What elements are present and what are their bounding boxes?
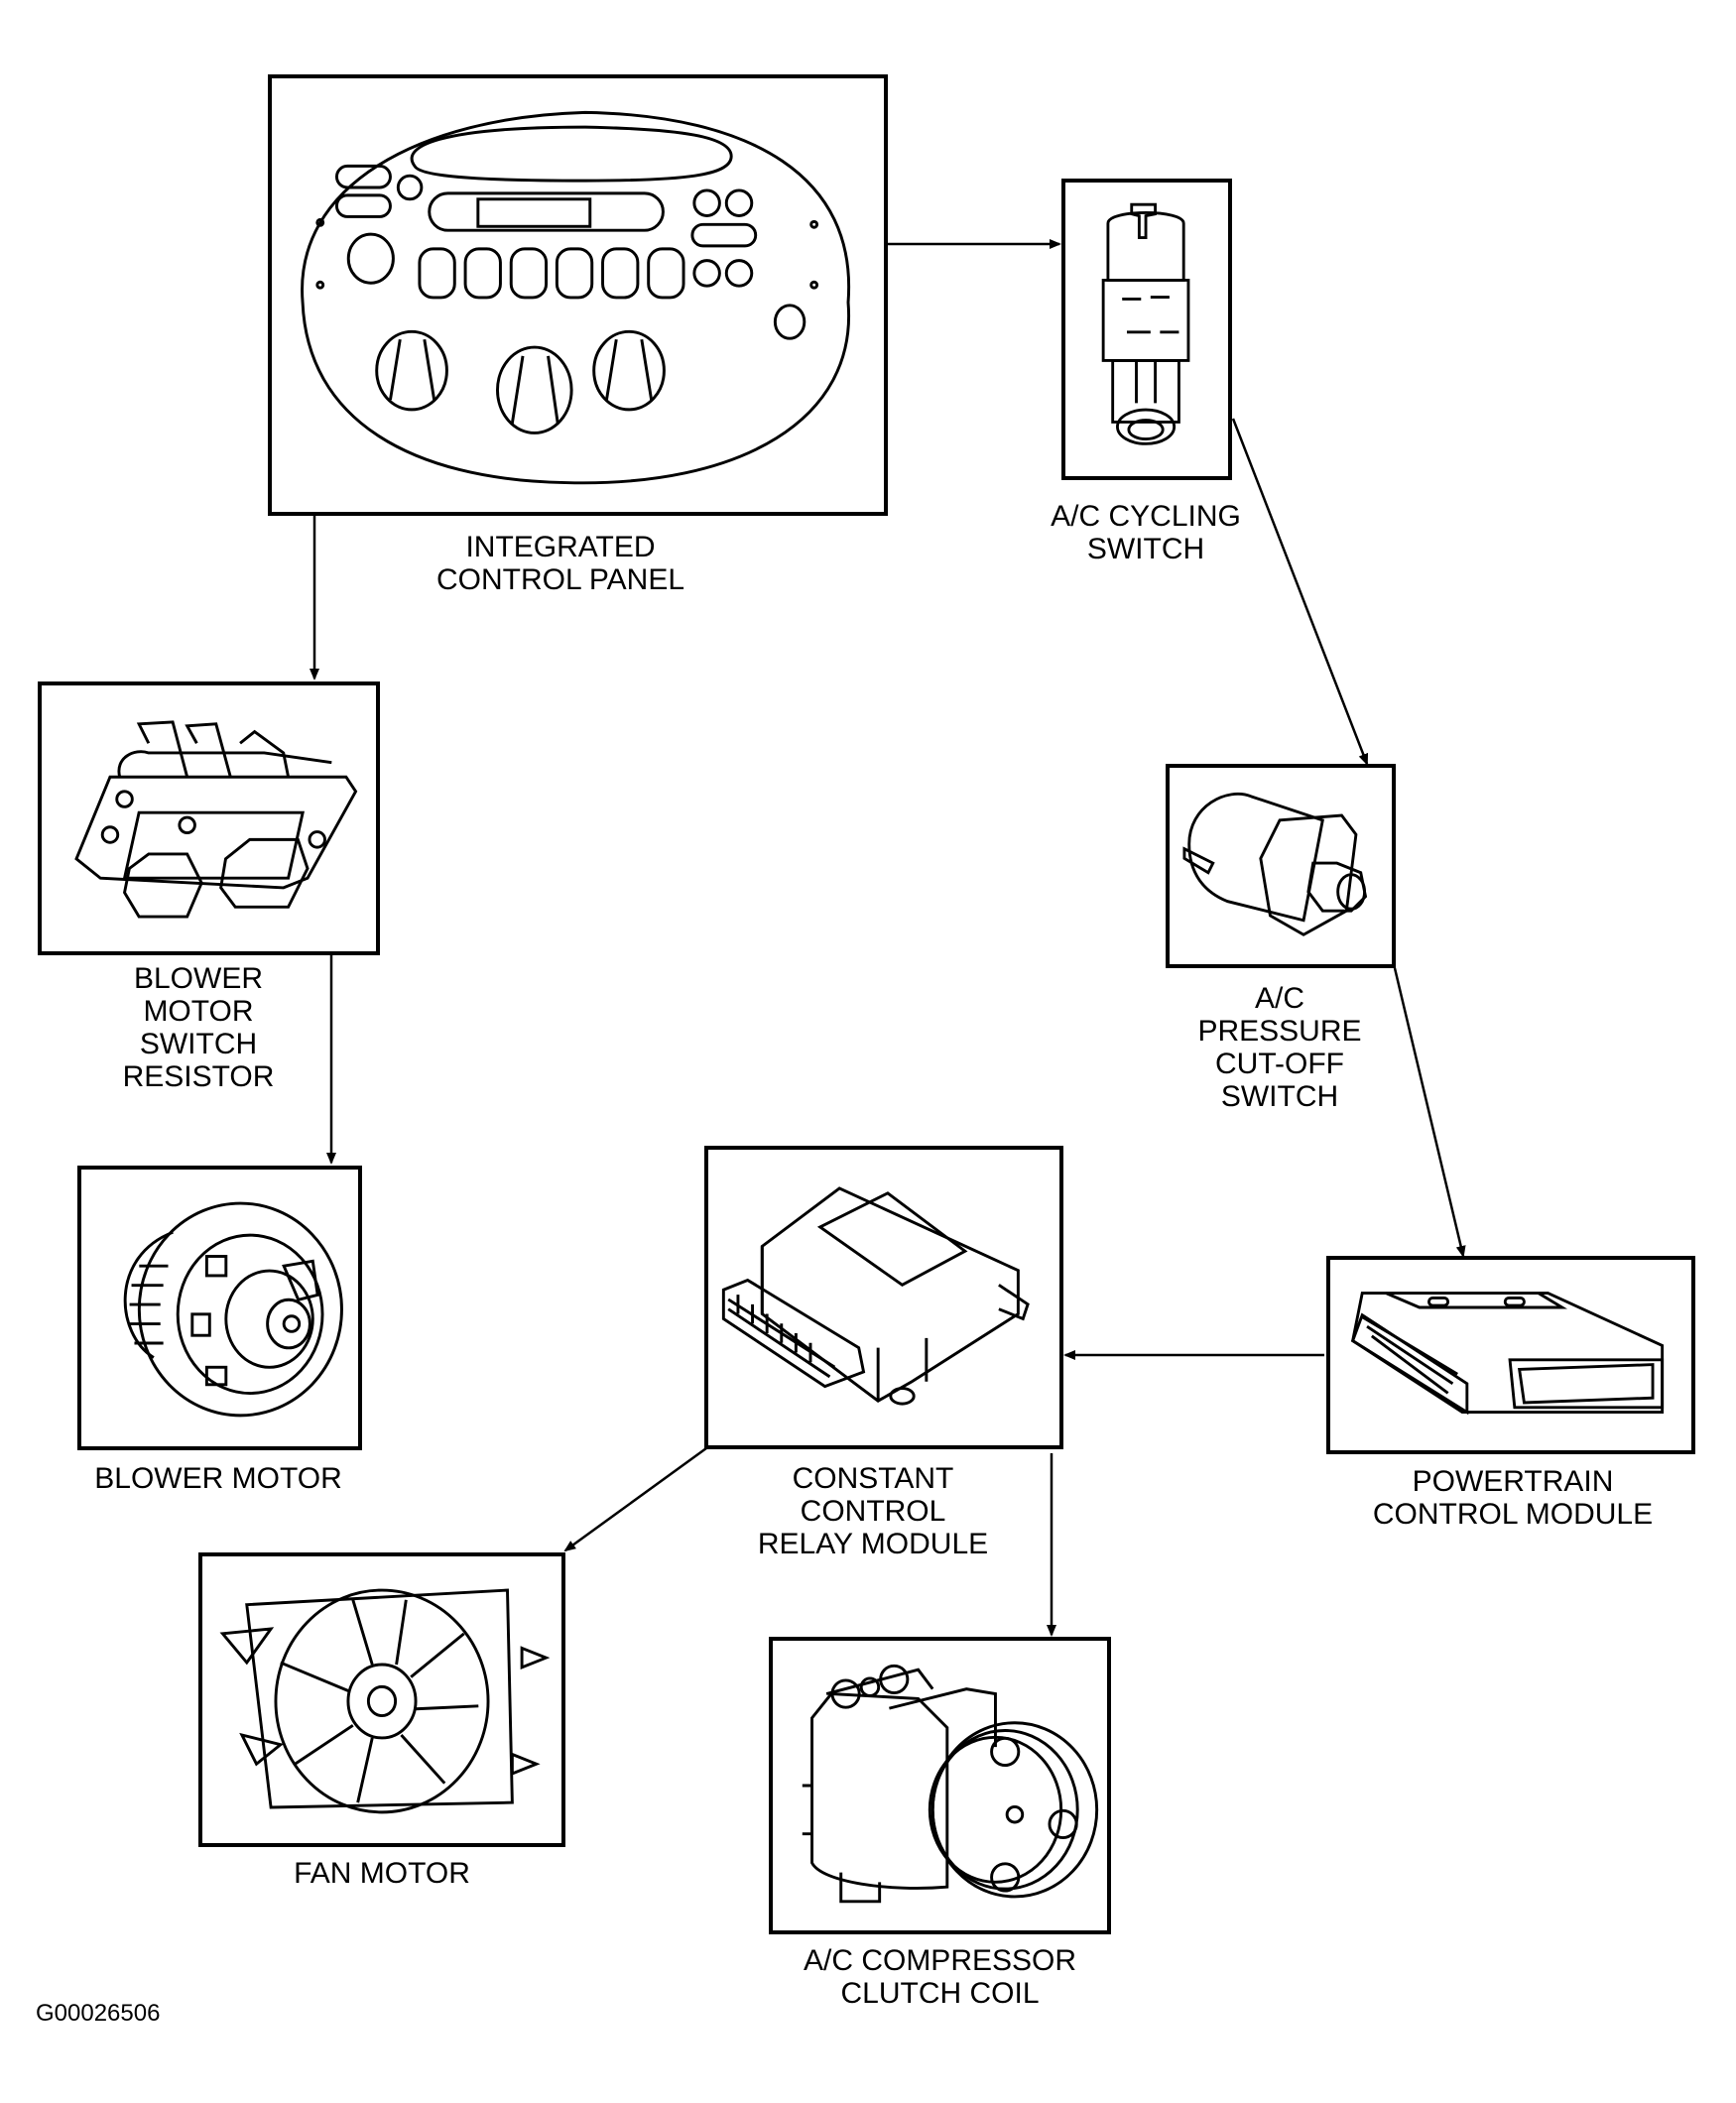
pcm-icon	[1350, 1292, 1665, 1416]
ac-pressure-cutoff-switch-label: A/C PRESSURE CUT-OFF SWITCH	[1197, 982, 1362, 1113]
ac-compressor-clutch-coil-label: A/C COMPRESSOR CLUTCH COIL	[803, 1944, 1077, 2010]
ac-cycling-switch-box[interactable]	[1061, 179, 1232, 480]
constant-control-relay-module-label: CONSTANT CONTROL RELAY MODULE	[757, 1462, 989, 1560]
ac-pressure-cutoff-switch-box[interactable]	[1166, 764, 1396, 968]
ac-compressor-clutch-coil-box[interactable]	[769, 1637, 1111, 1934]
ac-cycling-switch-label: A/C CYCLING SWITCH	[1051, 500, 1241, 565]
cycling-switch-icon	[1101, 202, 1190, 445]
fan-icon	[219, 1588, 551, 1814]
pressure-switch-icon	[1182, 792, 1368, 936]
powertrain-control-module-box[interactable]	[1326, 1256, 1695, 1454]
arrow-pressure-to-pcm	[1393, 967, 1466, 1258]
blower-motor-switch-resistor-label: BLOWER MOTOR SWITCH RESISTOR	[122, 962, 275, 1093]
arrow-cycling-to-pressure	[1231, 418, 1369, 766]
integrated-control-panel-label: INTEGRATED CONTROL PANEL	[435, 531, 685, 596]
figure-id: G00026506	[36, 2000, 161, 2027]
arrow-ccrm-to-fan	[563, 1446, 707, 1552]
relay-module-icon	[721, 1186, 1030, 1406]
powertrain-control-module-label: POWERTRAIN CONTROL MODULE	[1372, 1465, 1654, 1531]
control-panel-icon	[301, 110, 851, 485]
constant-control-relay-module-box[interactable]	[704, 1146, 1063, 1449]
blower-motor-icon	[123, 1201, 343, 1418]
fan-motor-box[interactable]	[198, 1552, 565, 1847]
compressor-icon	[802, 1664, 1099, 1904]
blower-motor-label: BLOWER MOTOR	[94, 1462, 342, 1495]
fan-motor-label: FAN MOTOR	[294, 1857, 470, 1890]
blower-motor-switch-resistor-box[interactable]	[38, 681, 380, 955]
resistor-icon	[74, 720, 358, 919]
integrated-control-panel-box[interactable]	[268, 74, 888, 516]
blower-motor-box[interactable]	[77, 1166, 362, 1450]
